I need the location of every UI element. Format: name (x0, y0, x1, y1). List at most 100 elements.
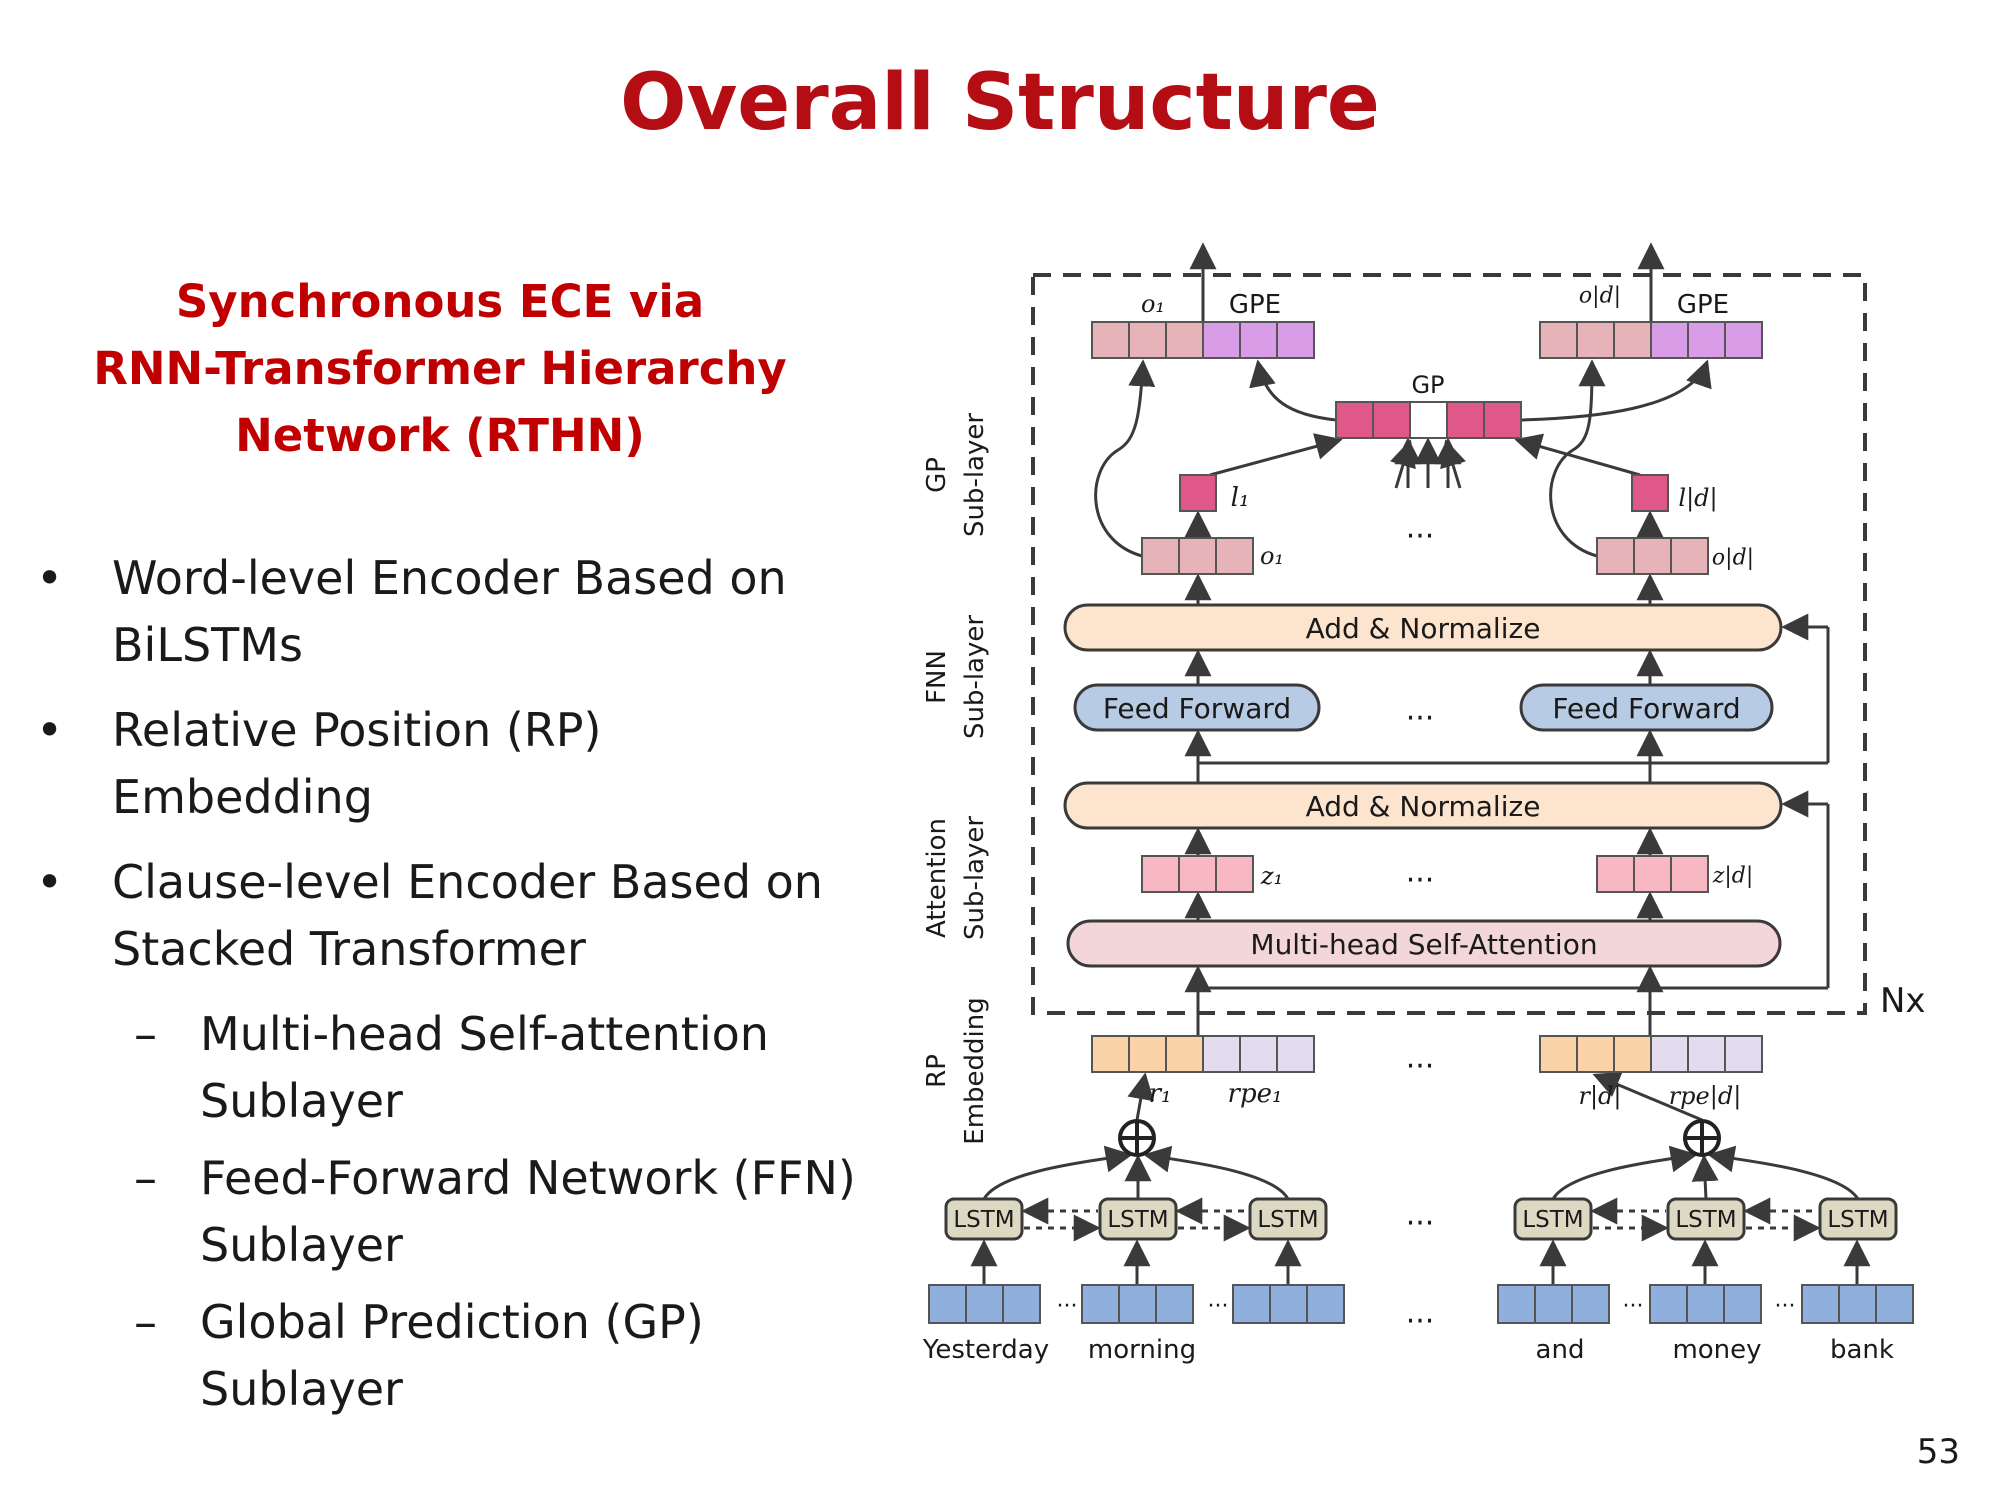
output-o-cell (1091, 321, 1130, 359)
gp-input-arrow (1440, 439, 1466, 489)
word-embedding-cell (1875, 1284, 1914, 1324)
ellipsis-z: ... (1406, 855, 1435, 890)
multi-head-self-attention-label: Multi-head Self-Attention (1250, 928, 1597, 961)
math-od: o|d| (1712, 546, 1754, 571)
subtitle-line-2: RNN-Transformer Hierarchy (93, 342, 787, 395)
word-embedding-cell (1571, 1284, 1610, 1324)
od-vector-cell (1670, 537, 1709, 575)
rp-embedding-label: Embedding (960, 997, 990, 1144)
l-to-gp-arrow (1514, 433, 1641, 477)
multi-head-self-attention (1066, 919, 1782, 968)
ellipsis-words: ... (1406, 1296, 1435, 1331)
o1-vector-cell (1178, 537, 1217, 575)
math-zd: z|d| (1712, 864, 1754, 889)
word-embedding-cell (1723, 1284, 1762, 1324)
sub-bullet-marker: – (134, 1007, 157, 1061)
lstm-label: LSTM (1827, 1207, 1888, 1233)
ld-cell (1631, 474, 1669, 512)
sub-bullet-text: Global Prediction (GP) Sublayer (200, 1295, 704, 1416)
lstm-to-oplus (982, 1145, 1133, 1200)
gp-vector-cell (1372, 401, 1411, 439)
rp-rpe-cell (1687, 1035, 1726, 1073)
word-embedding-cell (1801, 1284, 1840, 1324)
output-gpe-cell (1239, 321, 1278, 359)
word-embedding-cell (1534, 1284, 1573, 1324)
l-to-gp-arrow (1209, 433, 1343, 477)
math-rd: r|d| (1578, 1082, 1621, 1111)
z1-vector-cell (1178, 855, 1217, 893)
sub-bullet-text: Sublayer (200, 1074, 403, 1128)
sub-bullet-marker: – (134, 1151, 157, 1205)
gp-vector-cell (1483, 401, 1522, 439)
word-label-2: morning (1088, 1335, 1196, 1365)
bullet-text: Relative Position (RP) (112, 703, 602, 757)
output-gpe-cell (1276, 321, 1315, 359)
bullet-item: • Clause-level Encoder Based on Stacked … (30, 849, 870, 983)
fnn-sublayer-label: Sub-layer (960, 615, 990, 739)
word-label-1: Yesterday (922, 1335, 1049, 1365)
math-rped: rpe|d| (1669, 1082, 1742, 1111)
output-o-cell (1165, 321, 1204, 359)
feed-forward-left-label: Feed Forward (1103, 692, 1291, 725)
add-normalize-attention (1063, 781, 1783, 830)
z1-vector-cell (1215, 855, 1254, 893)
ellipsis-ffn: ... (1406, 693, 1435, 728)
subtitle-line-3: Network (RTHN) (235, 409, 645, 462)
zd-vector-cell (1596, 855, 1635, 893)
lstm-label: LSTM (1107, 1207, 1168, 1233)
gp-sublayer-label: GP (922, 457, 952, 493)
nx-dashed-frame (1031, 273, 1867, 1015)
gp-to-gpe-path (1520, 359, 1712, 422)
math-rpe1: rpe₁ (1228, 1079, 1283, 1109)
nx-label: Nx (1880, 981, 1926, 1021)
gpe-label-right: GPE (1677, 290, 1729, 320)
attention-sublayer-label: Sub-layer (960, 816, 990, 940)
subtitle: Synchronous ECE via RNN-Transformer Hier… (60, 268, 820, 469)
subtitle-line-1: Synchronous ECE via (175, 275, 705, 328)
bullet-text: BiLSTMs (112, 618, 303, 672)
rp-rpe-cell (1276, 1035, 1315, 1073)
word-embedding-cell (1306, 1284, 1345, 1324)
word-embedding-cell (928, 1284, 967, 1324)
od-vector-cell (1633, 537, 1672, 575)
word-embedding-cell (1649, 1284, 1688, 1324)
gp-sublayer-label: Sub-layer (960, 413, 990, 537)
gp-vector-cell (1446, 401, 1485, 439)
math-o1: o₁ (1260, 542, 1284, 570)
ellipsis-rp: ... (1406, 1041, 1435, 1076)
rp-rpe-cell (1724, 1035, 1763, 1073)
sub-bullet-item: – Multi-head Self-attention Sublayer (30, 1001, 870, 1135)
lstm-label: LSTM (1257, 1207, 1318, 1233)
bullet-list: • Word-level Encoder Based on BiLSTMs • … (30, 545, 870, 1433)
word-embedding-cell (1155, 1284, 1194, 1324)
rp-r-cell (1128, 1035, 1167, 1073)
lstm-to-oplus (1691, 1154, 1719, 1200)
output-o-cell (1576, 321, 1615, 359)
lstm-to-oplus (1707, 1145, 1860, 1200)
math-l1: l₁ (1231, 483, 1250, 513)
math-r1: r₁ (1149, 1079, 1172, 1109)
lstm-to-oplus (1143, 1145, 1290, 1200)
oplus-to-rp-arrow (1592, 1071, 1703, 1122)
attention-sublayer-label: Attention (922, 818, 952, 938)
sub-bullet-item: – Global Prediction (GP) Sublayer (30, 1289, 870, 1423)
word-label-3: and (1536, 1335, 1585, 1365)
word-embedding-cell (1232, 1284, 1271, 1324)
gp-to-gpe-path (1249, 359, 1337, 422)
bullet-marker: • (36, 703, 64, 757)
lstm-label: LSTM (953, 1207, 1014, 1233)
word-embedding-cell (1269, 1284, 1308, 1324)
rp-r-cell (1091, 1035, 1130, 1073)
lstm-label: LSTM (1522, 1207, 1583, 1233)
gp-vector-label: GP (1411, 371, 1444, 399)
rp-r-cell (1539, 1035, 1578, 1073)
output-o-cell (1128, 321, 1167, 359)
bullet-item: • Relative Position (RP) Embedding (30, 697, 870, 831)
bullet-text: Clause-level Encoder Based on (112, 855, 823, 909)
word-embedding-cell (1002, 1284, 1041, 1324)
o-to-output-path (1094, 359, 1156, 558)
add-normalize-fnn-label: Add & Normalize (1306, 612, 1541, 645)
rp-rpe-cell (1650, 1035, 1689, 1073)
ellipsis-lstm: ... (1406, 1198, 1435, 1233)
word-embedding-cell (1118, 1284, 1157, 1324)
